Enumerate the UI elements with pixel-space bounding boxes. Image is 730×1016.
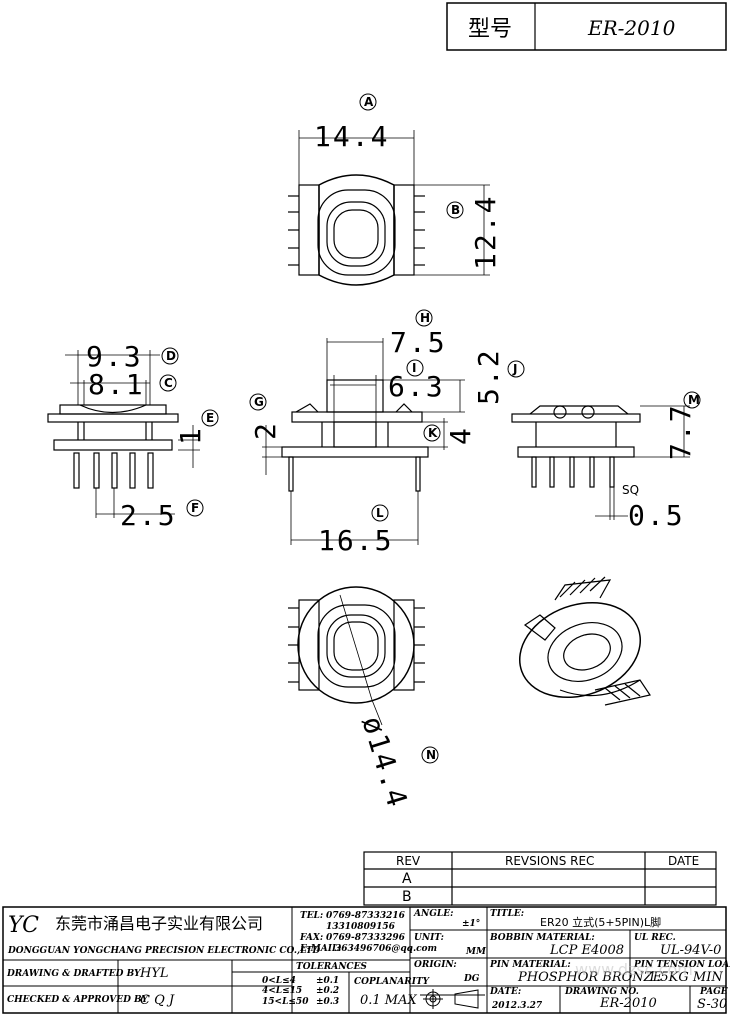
model-value: ER-2010 (587, 16, 676, 40)
marker-G: G (254, 395, 264, 409)
marker-A: A (364, 95, 374, 109)
marker-F: F (191, 501, 199, 515)
title-value: ER20 立式(5+5PIN)L脚 (540, 915, 661, 929)
email-label: E-MAIL: (299, 944, 342, 954)
marker-C: C (164, 376, 173, 390)
fax-value: 0769-87333296 (326, 933, 406, 943)
bottom-view (288, 586, 425, 726)
tol-range-3: 15<L≤50 (262, 997, 309, 1007)
email-value: 363496706@qq.com (335, 944, 437, 954)
right-side-view (511, 405, 690, 520)
tol-value-2: ±0.2 (316, 986, 339, 996)
tol-value-1: ±0.1 (316, 976, 339, 986)
marker-D: D (166, 349, 176, 363)
ul-label: UL REC. (634, 933, 676, 943)
marker-B: B (451, 203, 460, 217)
unit-value: MM (465, 947, 487, 957)
title-label: TITLE: (490, 909, 524, 919)
marker-E: E (206, 411, 214, 425)
page-value: S-30 (697, 997, 727, 1012)
unit-label: UNIT: (414, 933, 444, 943)
date-label: DATE: (489, 987, 521, 997)
bobbin-value: LCP E4008 (549, 943, 624, 958)
marker-N: N (426, 748, 436, 762)
top-view (288, 130, 490, 286)
drawing-by-value: HYL (139, 966, 169, 981)
dim-C: 8.1 (88, 368, 145, 401)
fax-label: FAX: (299, 933, 323, 943)
drawing-by-label: DRAWING & DRAFTED BY (6, 969, 142, 979)
model-label: 型号 (468, 17, 512, 42)
left-side-view (47, 350, 200, 518)
dim-J: 5.2 (472, 348, 505, 405)
rev-date-header: DATE (668, 854, 699, 868)
coplanarity-label: COPLANARITY (354, 977, 431, 987)
marker-J: J (512, 362, 517, 376)
tel-value: 0769-87333216 (326, 911, 406, 921)
tel-value-2: 13310809156 (326, 922, 396, 932)
origin-label: ORIGIN: (414, 960, 457, 970)
dim-M: 7.7 (664, 403, 697, 460)
tel-label: TEL: (300, 911, 323, 921)
page-label: PAGE (699, 987, 728, 997)
origin-value: DG (463, 974, 480, 984)
checked-by-value: C Q J (140, 993, 175, 1008)
dimension-marker-circles (159, 93, 701, 764)
dim-G: 2 (249, 421, 282, 440)
tol-value-3: ±0.3 (316, 997, 339, 1007)
revision-table (363, 851, 717, 906)
tol-range-1: 0<L≤4 (262, 976, 296, 986)
rev-row-a: A (402, 871, 412, 887)
tolerances-label: TOLERANCES (296, 962, 367, 972)
angle-value: ±1° (462, 919, 480, 929)
ul-value: UL-94V-0 (660, 943, 721, 958)
drawing-no-label: DRAWING NO. (564, 987, 639, 997)
pin-material-value: PHOSPHOR BRONZE (517, 970, 663, 985)
dim-sq-label: SQ (622, 483, 639, 497)
bobbin-label: BOBBIN MATERIAL: (489, 933, 595, 943)
dim-SQ: 0.5 (628, 499, 685, 532)
dim-F: 2.5 (120, 499, 177, 532)
dim-H: 7.5 (390, 326, 447, 359)
coplanarity-value: 0.1 MAX (360, 993, 418, 1008)
tol-range-2: 4<L≤15 (262, 986, 302, 996)
angle-label: ANGLE: (413, 909, 453, 919)
marker-M: M (688, 393, 700, 407)
dim-E: 1 (174, 426, 207, 445)
drawing-no-value: ER-2010 (599, 996, 657, 1011)
marker-I: I (412, 361, 416, 375)
marker-L: L (376, 506, 384, 520)
dim-K: 4 (444, 426, 477, 445)
company-logo: YC (8, 913, 39, 938)
title-block-grid (2, 906, 727, 1014)
dim-N: ø14.4 (355, 712, 414, 812)
dim-I: 6.3 (388, 370, 445, 403)
checked-by-label: CHECKED & APPROVED BY (7, 995, 149, 1005)
date-value: 2012.3.27 (491, 1001, 543, 1011)
marker-H: H (420, 311, 430, 325)
isometric-view (518, 576, 651, 706)
rev-rec-header: REVSIONS REC (505, 854, 594, 868)
pin-tension-label: PIN TENSION LOAD: (633, 960, 730, 970)
dim-D: 9.3 (86, 340, 143, 373)
rev-header: REV (396, 854, 421, 868)
pin-tension-value: 1.5KG MIN (648, 970, 723, 985)
marker-K: K (428, 426, 438, 440)
company-name-en: DONGGUAN YONGCHANG PRECISION ELECTRONIC … (7, 946, 320, 956)
header-box (446, 2, 727, 51)
watermark: www.dzsc.com (575, 960, 693, 979)
company-name-cn: 东莞市涌昌电子实业有限公司 (55, 914, 263, 933)
front-view (262, 338, 465, 545)
dim-L: 16.5 (318, 524, 393, 557)
rev-row-b: B (402, 889, 412, 905)
dim-A: 14.4 (314, 120, 389, 153)
dim-B: 12.4 (469, 195, 502, 270)
pin-material-label: PIN MATERIAL: (489, 960, 571, 970)
